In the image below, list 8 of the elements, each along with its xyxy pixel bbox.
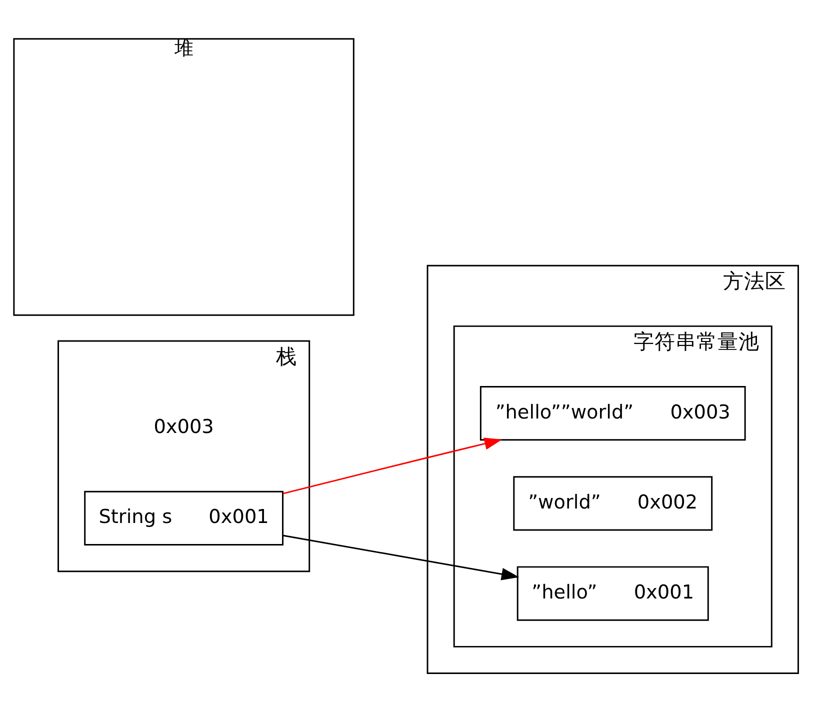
arrow [282,534,520,580]
node-box: ”world” 0x002 [513,476,713,531]
node-box: 堆 [13,38,354,316]
node-box: ”hello” 0x001 [516,566,709,621]
arrow [282,438,502,494]
node-label: 0x003 [154,415,214,438]
node-box: String s 0x001 [84,490,284,546]
node-box: ”hello””world” 0x003 [480,386,746,441]
